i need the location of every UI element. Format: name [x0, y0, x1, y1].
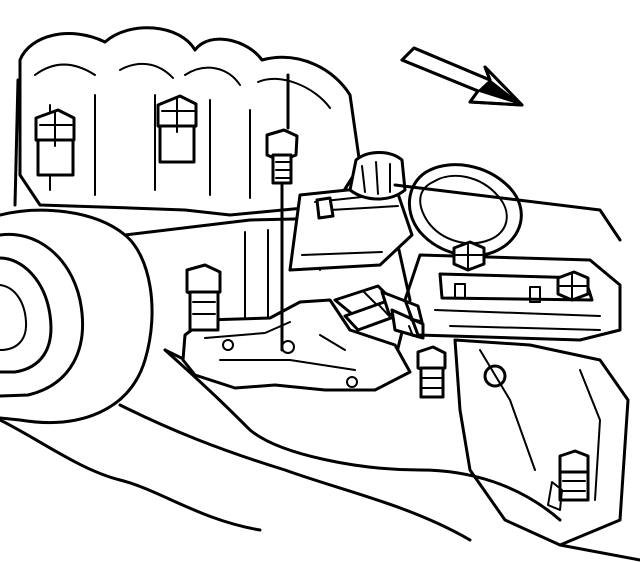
right-casting [453, 338, 630, 547]
forward-arrow-icon [400, 46, 524, 107]
rail-nut-right [556, 270, 590, 302]
left-pulley-inner [0, 284, 28, 351]
o-ring-outer [407, 163, 523, 258]
small-vertical-lug [315, 196, 335, 220]
top-right-edge [393, 183, 622, 242]
bracket-hole-right [346, 376, 358, 388]
center-bottom-outline [163, 348, 562, 522]
lower-bolt-shadow [547, 481, 563, 511]
left-pulley-outer [0, 232, 85, 398]
rail-slots [454, 283, 541, 303]
mounting-bracket [181, 298, 412, 392]
center-body-detail [244, 221, 321, 321]
right-casting-hole [483, 364, 507, 388]
lower-right-stud [558, 449, 590, 502]
o-ring-inner [419, 174, 508, 245]
upper-bolt-center [156, 94, 198, 164]
upper-bolt-left [34, 108, 76, 177]
pump-fitting-ribs [361, 161, 391, 195]
right-rail [403, 253, 622, 342]
lower-engine-sweep [118, 403, 472, 542]
left-housing-bottom [0, 418, 262, 532]
upper-engine-block [18, 26, 362, 217]
upper-block-ridges [34, 62, 331, 109]
center-bolt [265, 73, 299, 354]
rail-top-plate [438, 272, 594, 302]
rail-ledge [434, 309, 601, 331]
lower-stud-left [185, 263, 222, 332]
left-housing-outline [0, 208, 154, 424]
bracket-hole-left [222, 339, 234, 351]
bottom-right-outline [558, 543, 640, 562]
right-casting-web [479, 349, 601, 501]
rail-nut-left [452, 240, 486, 272]
left-pulley-mid [0, 256, 53, 374]
rocker-area-lines [49, 94, 251, 199]
lower-stud-right [416, 345, 447, 399]
